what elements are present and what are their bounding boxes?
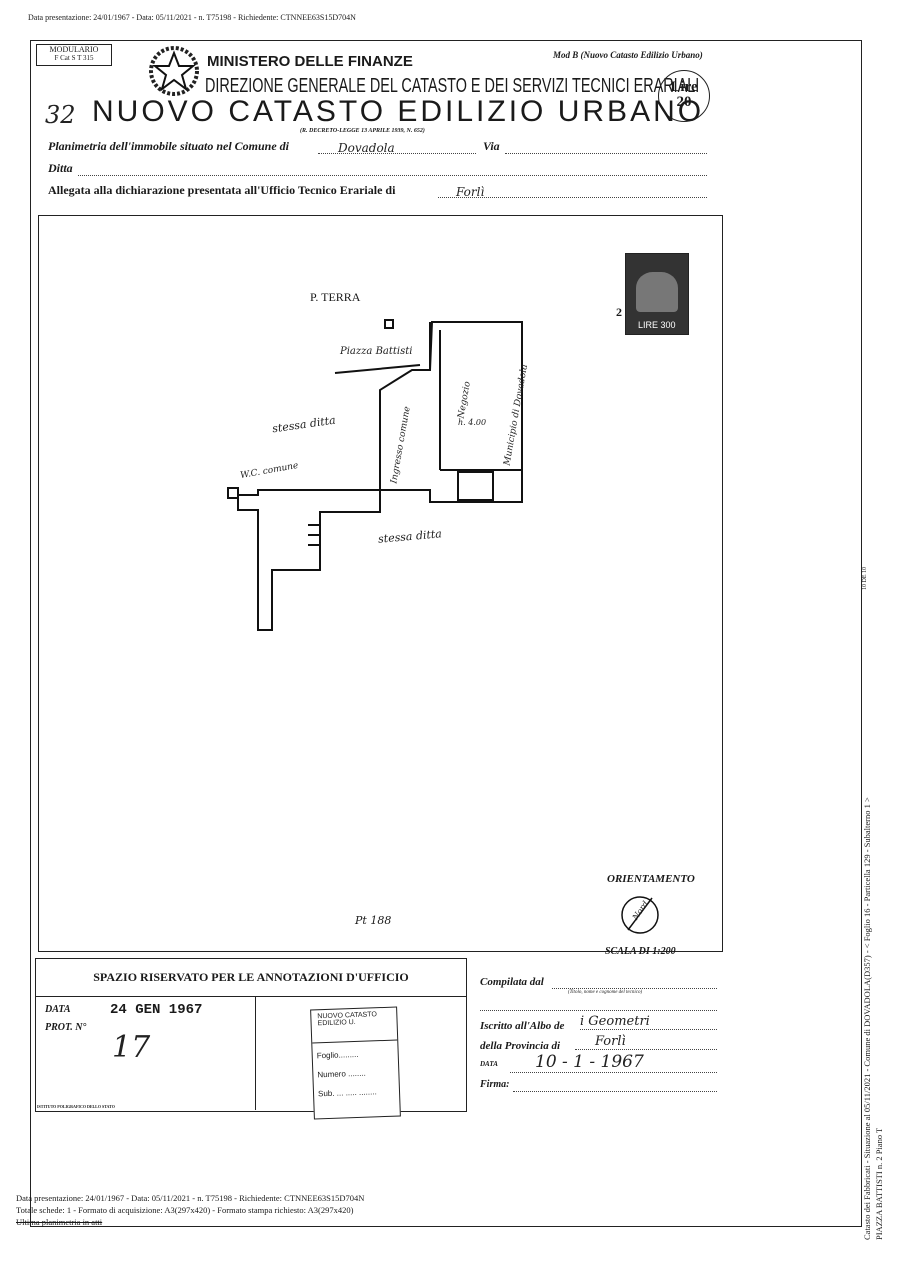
scale-label: SCALA DI 1:200 — [605, 946, 676, 957]
lire-value: 20 — [676, 94, 692, 110]
floor-plan-drawing — [227, 319, 659, 934]
via-field — [505, 139, 707, 154]
allegata-label: Allegata alla dichiarazione presentata a… — [48, 183, 396, 197]
stamp-sub: Sub. ... ..... ........ — [317, 1087, 377, 1099]
office-date-label: DATA — [45, 1004, 71, 1015]
staircase — [457, 471, 494, 501]
ministry-name: MINISTERO DELLE FINANZE — [207, 53, 413, 70]
lire-badge: Lire 20 — [658, 70, 710, 122]
ufficio-value: Forlì — [456, 185, 485, 199]
revenue-stamp: LIRE 300 — [625, 253, 689, 335]
direction-name: DIREZIONE GENERALE DEL CATASTO E DEI SER… — [205, 75, 700, 97]
office-annotations-box — [35, 958, 467, 1112]
compilata-label: Compilata dal — [480, 976, 544, 988]
stamp-value: LIRE 300 — [638, 320, 676, 330]
albo-value: i Geometri — [580, 1014, 717, 1030]
ditta-field — [78, 161, 707, 176]
document-title: NUOVO CATASTO EDILIZIO URBANO — [92, 95, 705, 128]
firma-field — [513, 1079, 717, 1092]
drawing-frame — [38, 215, 723, 952]
provincia-value: Forlì — [575, 1034, 717, 1050]
particella-label: Pt 188 — [355, 914, 392, 927]
modulario-label: MODULARIO — [49, 45, 99, 54]
compiler-date-value: 10 - 1 - 1967 — [510, 1052, 717, 1073]
albo-label: Iscritto all'Albo de — [480, 1020, 565, 1032]
floor-label: P. TERRA — [310, 290, 361, 304]
sheet-number: 32 — [45, 101, 76, 129]
printer-label: ISTITUTO POLIGRAFICO DELLO STATO — [37, 1104, 115, 1109]
footer-line-3: Ultima planimetria in atti — [16, 1217, 103, 1227]
stamp-portrait — [636, 272, 678, 312]
modulario-box: MODULARIO F Cat S T 315 — [36, 44, 112, 66]
compilata-hint: (Titolo, nome e cognome del tecnico) — [568, 990, 643, 995]
header-meta: Data presentazione: 24/01/1967 - Data: 0… — [28, 13, 356, 22]
mod-b-label: Mod B (Nuovo Catasto Edilizio Urbano) — [553, 50, 703, 60]
piazza-label: Piazza Battisti — [340, 346, 413, 357]
prot-value: 17 — [112, 1030, 151, 1065]
compilata-field — [552, 976, 717, 989]
height-label: h. 4.00 — [458, 418, 487, 427]
prot-label: PROT. N° — [45, 1022, 87, 1033]
side-line-1: Catasto dei Fabbricati - Situazione al 0… — [862, 797, 872, 1240]
side-line-2: PIAZZA BATTISTI n. 2 Piano T — [874, 1127, 884, 1240]
page-border — [30, 40, 862, 1227]
compass-icon — [621, 896, 659, 934]
planimetria-label: Planimetria dell'immobile situato nel Co… — [48, 139, 290, 153]
building-outline — [237, 321, 523, 631]
office-stamp: NUOVO CATASTO EDILIZIO U. Foglio........… — [310, 1006, 401, 1120]
stamp-number: 2 — [616, 305, 622, 319]
side-marker: 10 DE 10 — [862, 567, 868, 590]
office-date-value: 24 GEN 1967 — [110, 1002, 203, 1018]
republic-emblem-icon — [149, 46, 199, 96]
decree-reference: (R. DECRETO-LEGGE 13 APRILE 1939, N. 652… — [300, 128, 425, 134]
ditta-label: Ditta — [48, 161, 73, 175]
modulario-code: F Cat S T 315 — [54, 54, 94, 62]
footer-line-2: Totale schede: 1 - Formato di acquisizio… — [16, 1205, 354, 1215]
comune-value: Dovadola — [338, 141, 395, 155]
via-label: Via — [483, 139, 500, 153]
orientamento-label: ORIENTAMENTO — [607, 873, 695, 885]
footer-line-1: Data presentazione: 24/01/1967 - Data: 0… — [16, 1193, 365, 1203]
office-header: SPAZIO RISERVATO PER LE ANNOTAZIONI D'UF… — [93, 970, 409, 984]
stamp-title: NUOVO CATASTO EDILIZIO U. — [311, 1007, 398, 1044]
compiler-date-label: DATA — [480, 1060, 498, 1068]
provincia-label: della Provincia di — [480, 1040, 561, 1052]
firma-label: Firma: — [480, 1079, 510, 1090]
lire-label: Lire — [670, 79, 698, 95]
